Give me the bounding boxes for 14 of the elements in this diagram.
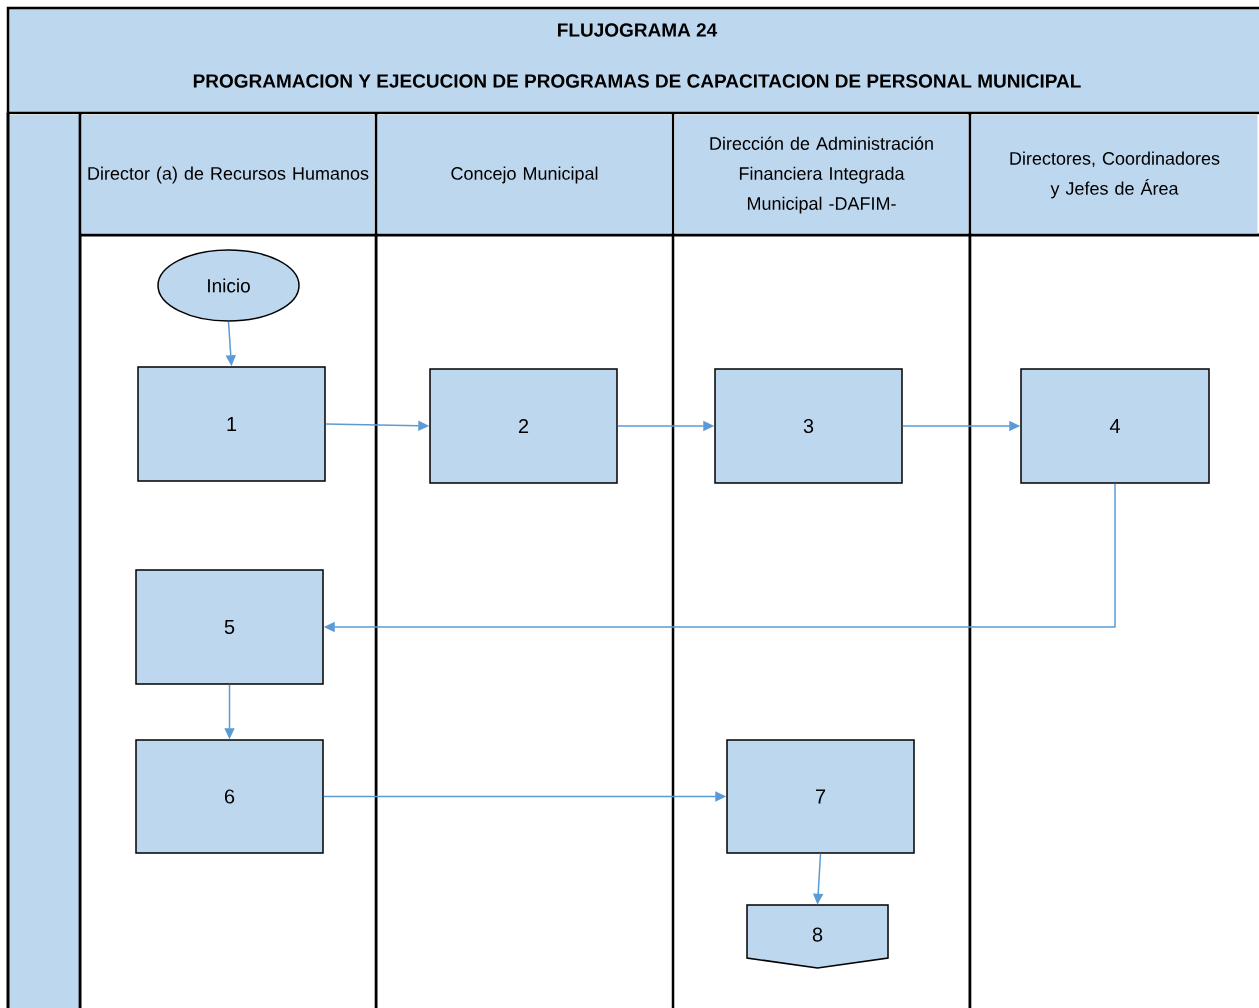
subtitle-text: PROGRAMACION Y EJECUCION DE PROGRAMAS DE CAPACITACION DE PERSONAL MUNICIPAL [193, 74, 1081, 88]
title-text: FLUJOGRAMA 24 [558, 23, 718, 37]
process-box: 5 [135, 569, 324, 685]
lane-header: Concejo Municipal [377, 115, 672, 234]
off-page-connector: 8 [746, 904, 889, 969]
lane-header: Dirección de Administración Financiera Integrada Municipal -DAFIM- [674, 115, 969, 234]
process-box: 1 [137, 366, 326, 482]
process-box: 3 [714, 368, 903, 484]
process-box: 6 [135, 739, 324, 854]
process-box: 4 [1020, 368, 1210, 484]
lane-header: Director (a) de Recursos Humanos [81, 115, 375, 234]
process-box: 7 [726, 739, 915, 854]
lane-header: Directores, Coordinadores y Jefes de Área [971, 115, 1258, 234]
process-box: 2 [429, 368, 618, 484]
